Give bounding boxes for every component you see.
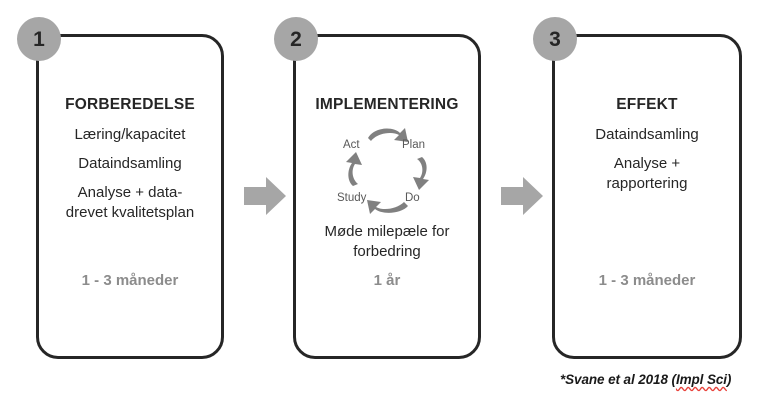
phase-number-badge-2: 2 <box>274 17 318 61</box>
phase-box-1 <box>36 34 224 359</box>
pdsa-label-study: Study <box>337 192 367 204</box>
phase-title-1: FORBEREDELSE <box>65 96 195 113</box>
phase-line-3-2: rapportering <box>606 174 688 192</box>
footnote-prefix: *Svane et al 2018 ( <box>560 372 676 387</box>
phase-line-1-3: drevet kvalitetsplan <box>65 203 195 221</box>
phase-line-1-1: Dataindsamling <box>78 154 182 172</box>
pdsa-label-do: Do <box>405 192 420 204</box>
phase-content-1: FORBEREDELSE Læring/kapacitet Dataindsam… <box>36 96 224 232</box>
phase-number-badge-3: 3 <box>533 17 577 61</box>
pdsa-cycle-arrows-icon <box>346 128 429 214</box>
pdsa-cycle: Act Plan Study Do <box>325 124 451 220</box>
phase-title-3: EFFEKT <box>616 96 678 113</box>
phase-content-3: EFFEKT Dataindsamling Analyse + rapporte… <box>552 96 742 203</box>
phase-line-3-0: Dataindsamling <box>595 126 699 144</box>
phase-content-2-lower: Møde milepæle for forbedring <box>293 222 481 271</box>
source-footnote: *Svane et al 2018 (Impl Sci) <box>560 372 731 387</box>
connector-arrow-1-to-2 <box>244 177 286 215</box>
pdsa-label-act: Act <box>343 139 360 151</box>
phase-box-2 <box>293 34 481 359</box>
footnote-journal: Impl Sci <box>675 372 727 387</box>
phase-number-badge-1: 1 <box>17 17 61 61</box>
phase-content-2: IMPLEMENTERING <box>293 96 481 119</box>
phase-line-1-2: Analyse + data- <box>77 183 183 201</box>
phase-duration-2: 1 år <box>373 272 401 289</box>
phase-line-3-1: Analyse + <box>613 154 681 172</box>
phase-line-2-0: Møde milepæle for <box>324 223 450 240</box>
phase-line-1-0: Læring/kapacitet <box>74 126 186 144</box>
pdsa-label-plan: Plan <box>402 139 426 151</box>
right-block-arrow-icon <box>244 177 286 215</box>
phase-box-3 <box>552 34 742 359</box>
phase-title-2: IMPLEMENTERING <box>315 96 459 113</box>
phase-line-2-1: forbedring <box>353 242 421 260</box>
phase-duration-1: 1 - 3 måneder <box>81 272 179 289</box>
footnote-suffix: ) <box>726 372 732 387</box>
right-block-arrow-icon <box>501 177 543 215</box>
connector-arrow-2-to-3 <box>501 177 543 215</box>
phase-duration-3: 1 - 3 måneder <box>598 272 696 289</box>
